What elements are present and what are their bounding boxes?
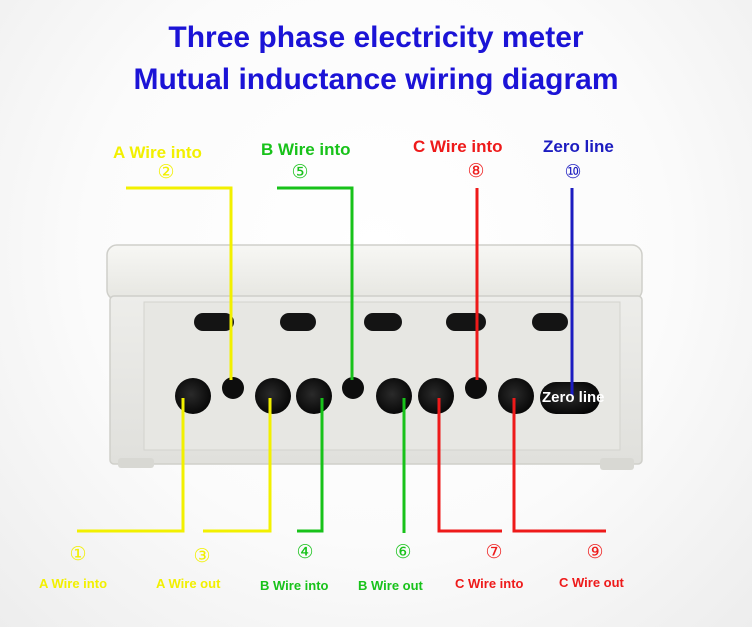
box-zero-line-label: Zero line: [542, 389, 605, 406]
label-a-wire-out-bottom: A Wire out: [156, 576, 221, 591]
label-c-wire-into-top: C Wire into: [413, 137, 503, 156]
terminal-number-2: ②: [157, 162, 175, 183]
terminal-number-5: ⑤: [291, 162, 309, 183]
diagram-subtitle: Mutual inductance wiring diagram: [133, 63, 619, 96]
terminal-number-8: ⑧: [467, 161, 485, 182]
label-c-wire-out-bottom: C Wire out: [559, 575, 624, 590]
terminal-number-1: ①: [69, 544, 87, 565]
label-b-wire-into-top: B Wire into: [261, 140, 351, 159]
label-a-wire-into-bottom: A Wire into: [39, 576, 108, 591]
phase-a-wires: [77, 186, 272, 533]
label-zero-line-top: Zero line: [543, 137, 614, 156]
terminal-number-9: ⑨: [586, 542, 604, 563]
terminal-number-10: ⑩: [564, 162, 582, 183]
label-b-wire-into-bottom: B Wire into: [260, 578, 329, 593]
terminal-number-7: ⑦: [485, 542, 503, 563]
label-c-wire-into-bottom: C Wire into: [455, 576, 524, 591]
terminal-number-4: ④: [296, 542, 314, 563]
terminal-number-3: ③: [193, 546, 211, 567]
upper-slots: [194, 313, 568, 331]
voltage-holes: [222, 377, 487, 399]
label-b-wire-out-bottom: B Wire out: [358, 578, 423, 593]
phase-c-wires: [437, 188, 606, 533]
meter-terminal-box: [106, 244, 643, 470]
terminal-number-6: ⑥: [394, 542, 412, 563]
diagram-title: Three phase electricity meter: [168, 21, 584, 54]
label-a-wire-into-top: A Wire into: [113, 143, 202, 162]
phase-b-wires: [277, 186, 406, 533]
